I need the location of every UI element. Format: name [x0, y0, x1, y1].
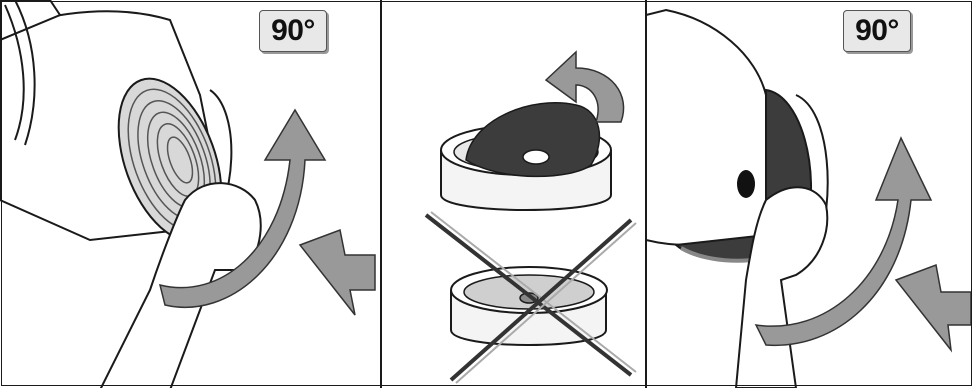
rotation-angle-badge: 90°	[843, 10, 911, 52]
push-arrow-icon	[896, 265, 971, 350]
step-3-illustration	[646, 0, 974, 388]
step-2-illustration	[381, 0, 646, 388]
step-3-panel	[646, 0, 974, 388]
panel-divider	[380, 0, 382, 388]
step-2-panel	[381, 0, 646, 388]
filter-holder-incorrect	[451, 267, 607, 345]
panel-divider	[645, 0, 647, 388]
dark-filter-disc	[466, 103, 599, 177]
appliance-body	[646, 10, 776, 245]
rotation-angle-badge: 90°	[259, 10, 327, 52]
filter-holder-correct	[441, 103, 611, 210]
push-arrow-icon	[300, 230, 375, 315]
step-1-panel	[0, 0, 381, 388]
step-1-illustration	[0, 0, 381, 388]
